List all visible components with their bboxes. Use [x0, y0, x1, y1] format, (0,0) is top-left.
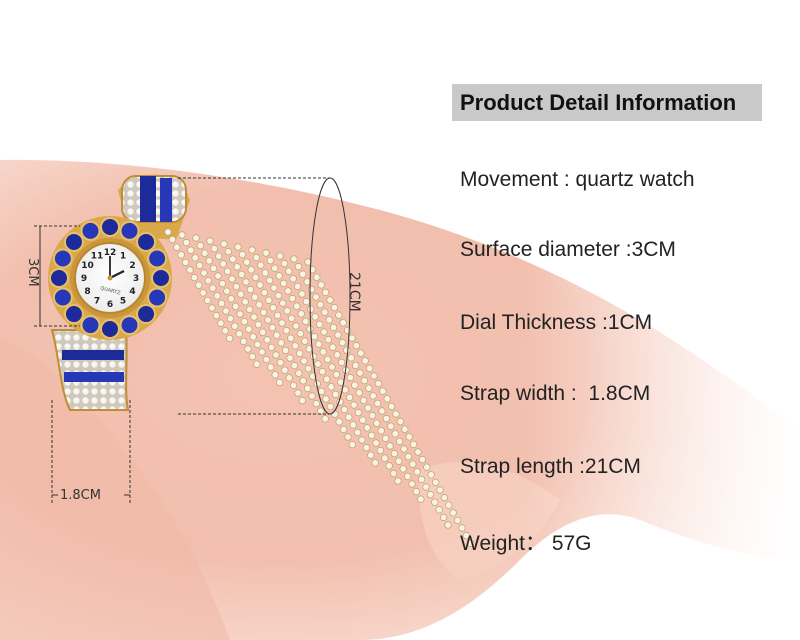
bezel-gem: [151, 268, 171, 288]
dial-numeral: 9: [81, 274, 87, 284]
bezel-gem: [52, 248, 73, 269]
tassel-strand: [220, 240, 329, 423]
hour-hand: [109, 270, 125, 279]
dial-numeral: 10: [81, 261, 94, 271]
dial-numeral: 4: [129, 287, 135, 297]
bracelet-strap: [50, 174, 190, 411]
bezel-gem: [136, 304, 157, 325]
spec-weight: Weight： 57G: [460, 532, 592, 555]
tassel-strand: [276, 252, 425, 503]
spec-movement: Movement : quartz watch: [460, 168, 695, 191]
spec-surface-diameter: Surface diameter :3CM: [460, 238, 676, 261]
tassel-strand: [304, 258, 475, 547]
dial-numeral: 11: [91, 251, 104, 261]
bezel-gem: [147, 248, 168, 269]
bezel-gem: [119, 220, 140, 241]
tassel-strand: [262, 249, 402, 485]
tassel-strand: [248, 246, 379, 467]
tassel-strand: [192, 234, 284, 387]
bezel-gem: [49, 268, 69, 288]
bezel-gem: [119, 315, 140, 336]
dial-numeral: 7: [94, 297, 100, 307]
dial-numeral: 1: [120, 251, 126, 261]
bezel-gem: [80, 315, 101, 336]
spec-strap-width: Strap width : 1.8CM: [460, 382, 651, 405]
rhinestone-tassels: [164, 228, 475, 547]
bezel-gem: [100, 217, 120, 237]
dial-numeral: 3: [133, 274, 139, 284]
dial-numeral: 12: [104, 248, 117, 258]
strap-length-label: 21CM: [346, 272, 362, 312]
dimension-guides: [34, 177, 351, 505]
spec-dial-thickness: Dial Thickness :1CM: [460, 311, 653, 334]
bezel-gem: [147, 287, 168, 308]
tassel-strand: [234, 243, 357, 449]
bezel-gem: [52, 287, 73, 308]
bezel-gem: [63, 304, 84, 325]
dial-numeral: 5: [120, 297, 126, 307]
watch-brand: QUARTZ: [100, 285, 122, 296]
dial-numeral: 8: [84, 287, 90, 297]
dial-numeral: 6: [107, 300, 113, 310]
bezel-gem: [63, 231, 84, 252]
spec-strap-length: Strap length :21CM: [460, 455, 641, 478]
dial-height-label: 3CM: [25, 258, 40, 287]
bezel-gem: [136, 231, 157, 252]
tassel-strand: [206, 237, 307, 405]
strap-width-label: 1.8CM: [60, 488, 101, 503]
bezel-gem: [100, 319, 120, 339]
tassel-strand: [178, 231, 261, 368]
bezel-gem: [80, 220, 101, 241]
tassel-strand: [290, 255, 452, 529]
arm-and-hand: [0, 150, 800, 640]
tassel-strand: [164, 228, 234, 343]
product-detail-title: Product Detail Information: [452, 84, 762, 121]
dial-numeral: 2: [129, 261, 135, 271]
